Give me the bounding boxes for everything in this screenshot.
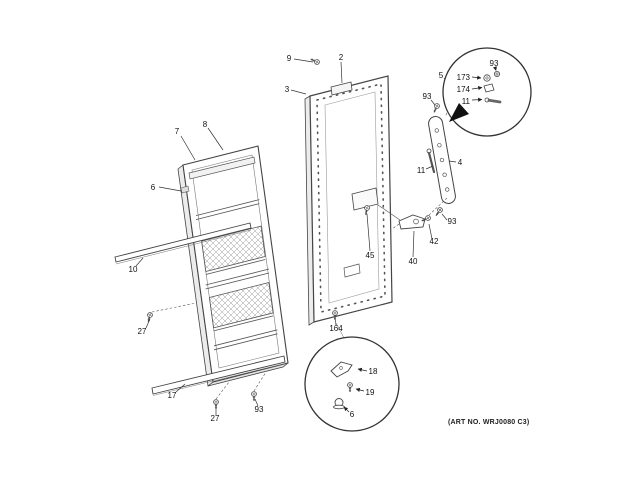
wire-basket-lower: [208, 282, 274, 329]
part-label-5: 5: [439, 71, 444, 80]
part-label-18-detail: 18: [369, 367, 378, 376]
part-labels: 9 2 3 8 7 6 10 27 17 27 93 164 45 40 42 …: [129, 53, 499, 423]
part-label-19-detail: 19: [366, 388, 375, 397]
part-label-164: 164: [329, 324, 343, 333]
washer-173: [483, 74, 491, 82]
leader-lines: [135, 58, 457, 415]
part-label-7: 7: [175, 127, 180, 136]
door-shelves: [195, 199, 278, 351]
fastener-detail-callout: [304, 336, 400, 432]
part-label-40: 40: [409, 257, 418, 266]
screw-93-hinge-bottom: [433, 206, 444, 218]
bottom-hinge-bracket: [398, 214, 426, 230]
callout-pointer-wedge: [449, 103, 469, 122]
hinge-cover-plate: [330, 81, 353, 96]
screw-9: [309, 56, 321, 66]
part-label-2: 2: [339, 53, 344, 62]
part-label-8: 8: [203, 120, 208, 129]
outer-door-panel: [304, 75, 393, 326]
hinge-pin: [427, 151, 436, 174]
part-label-174-detail: 174: [457, 85, 471, 94]
art-number: (ART NO. WRJ0080 C3): [448, 419, 529, 426]
part-label-11-hinge: 11: [417, 166, 426, 175]
screw-93-trim: [251, 391, 257, 402]
part-label-3: 3: [285, 85, 290, 94]
screw-hole-row: [316, 82, 386, 314]
part-label-9: 9: [287, 54, 292, 63]
door-stop: [180, 185, 190, 194]
part-label-93-trim: 93: [255, 405, 264, 414]
part-label-10: 10: [129, 265, 138, 274]
part-label-27-lower: 27: [211, 414, 220, 423]
hinge-rail: [428, 116, 456, 204]
part-label-6-door: 6: [151, 183, 156, 192]
part-label-45: 45: [366, 251, 375, 260]
detail-locator-line: [334, 320, 345, 339]
part-label-4: 4: [458, 158, 463, 167]
part-label-93-detail: 93: [490, 59, 499, 68]
part-label-6-detail: 6: [350, 410, 355, 419]
bottom-trim-strip: [151, 355, 286, 396]
part-label-93-hinge-bottom: 93: [448, 217, 457, 226]
part-label-27-upper: 27: [138, 327, 147, 336]
hinge-backer-plate: [351, 187, 379, 211]
part-label-11-detail: 11: [462, 97, 471, 106]
inner-door-assembly: [177, 145, 289, 387]
part-label-17: 17: [168, 391, 177, 400]
hinge-washer: [413, 218, 419, 225]
top-trim-strip: [114, 222, 252, 265]
hinge-detail-callout: [442, 47, 532, 137]
wire-basket-upper: [201, 225, 266, 272]
part-label-173-detail: 173: [457, 73, 471, 82]
part-label-42: 42: [430, 237, 439, 246]
screw-93-hinge-top: [431, 102, 441, 114]
cam-174: [483, 83, 495, 93]
vent-recess: [343, 263, 361, 278]
door-shelf-trim: [188, 156, 256, 180]
part-label-93-hinge-top: 93: [423, 92, 432, 101]
